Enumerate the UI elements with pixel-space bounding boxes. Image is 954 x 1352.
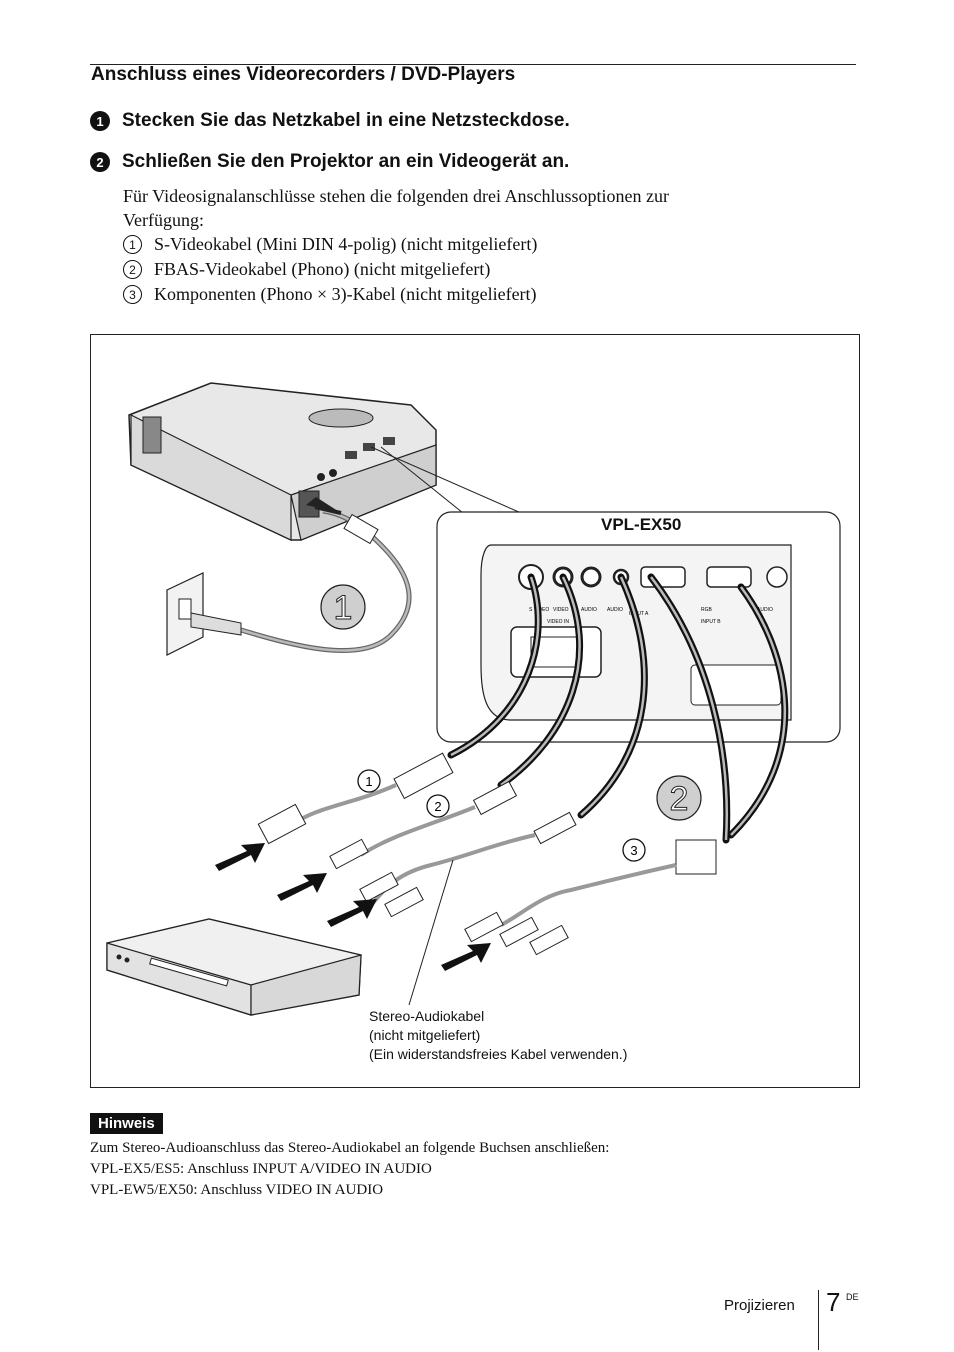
panel-label-video: VIDEO: [553, 607, 569, 613]
stereo-audio-callout: Stereo-Audiokabel (nicht mitgeliefert) (…: [369, 1007, 627, 1064]
hinweis-label: Hinweis: [90, 1113, 163, 1134]
intro-line-2: Verfügung:: [123, 210, 204, 230]
panel-label-video-in: VIDEO IN: [547, 619, 569, 625]
footer-section: Projizieren: [724, 1297, 795, 1314]
connection-diagram: 1 S VIDEO VIDEO AUDIO AUDIO INPUT A RGB …: [90, 334, 860, 1088]
panel-label-audio-3: AUDIO: [757, 607, 773, 613]
option-1: 1 S-Videokabel (Mini DIN 4-polig) (nicht…: [123, 234, 537, 255]
step-text-2: Schließen Sie den Projektor an ein Video…: [122, 151, 570, 172]
diagram-illustration: 1 S VIDEO VIDEO AUDIO AUDIO INPUT A RGB …: [106, 382, 841, 1016]
step-number-1: 1: [90, 111, 110, 131]
step-1: 1 Stecken Sie das Netzkabel in eine Netz…: [90, 110, 570, 132]
intro-line-1: Für Videosignalanschlüsse stehen die fol…: [123, 186, 669, 206]
top-rule: [90, 64, 856, 65]
section-title: Anschluss eines Videorecorders / DVD-Pla…: [91, 64, 516, 85]
note-line-3: VPL-EW5/EX50: Anschluss VIDEO IN AUDIO: [90, 1182, 384, 1198]
step-badge-2: [656, 775, 702, 821]
panel-label-input-a: INPUT A: [629, 611, 649, 617]
callout-line-2: (nicht mitgeliefert): [369, 1027, 481, 1043]
panel-label-audio-1: AUDIO: [581, 607, 597, 613]
option-number-2: 2: [123, 260, 142, 279]
step-badge-2-number: 2: [670, 780, 689, 818]
option-text-2: FBAS-Videokabel (Phono) (nicht mitgelief…: [154, 259, 491, 279]
cable-marker-2: 2: [434, 799, 441, 814]
direction-arrows: [215, 843, 491, 971]
projector-illustration: [128, 382, 437, 541]
model-label: VPL-EX50: [601, 515, 682, 534]
note-line-2: VPL-EX5/ES5: Anschluss INPUT A/VIDEO IN …: [90, 1161, 432, 1177]
callout-line-1: Stereo-Audiokabel: [369, 1008, 485, 1024]
panel-label-audio-2: AUDIO: [607, 607, 623, 613]
cable-marker-3: 3: [630, 843, 637, 858]
cable-marker-1: 1: [365, 774, 372, 789]
panel-label-input-b: INPUT B: [701, 619, 721, 625]
step-2: 2 Schließen Sie den Projektor an ein Vid…: [90, 151, 569, 173]
callout-line-3: (Ein widerstandsfreies Kabel verwenden.): [369, 1046, 628, 1062]
panel-label-rgb: RGB: [701, 607, 713, 613]
option-number-3: 3: [123, 285, 142, 304]
option-2: 2 FBAS-Videokabel (Phono) (nicht mitgeli…: [123, 259, 490, 280]
step-badge-1-number: 1: [334, 589, 353, 627]
option-text-3: Komponenten (Phono × 3)-Kabel (nicht mit…: [154, 284, 537, 304]
page-language: DE: [846, 1292, 859, 1302]
connector-panel: S VIDEO VIDEO AUDIO AUDIO INPUT A RGB AU…: [436, 511, 841, 743]
option-3: 3 Komponenten (Phono × 3)-Kabel (nicht m…: [123, 284, 537, 305]
page-number: 7: [826, 1287, 841, 1317]
step-text-1: Stecken Sie das Netzkabel in eine Netzst…: [122, 110, 570, 131]
footer-divider: [818, 1290, 819, 1350]
step-number-2: 2: [90, 152, 110, 172]
option-number-1: 1: [123, 235, 142, 254]
option-text-1: S-Videokabel (Mini DIN 4-polig) (nicht m…: [154, 234, 538, 254]
dvd-player-illustration: [106, 918, 362, 1016]
wall-outlet-illustration: [166, 572, 242, 656]
note-line-1: Zum Stereo-Audioanschluss das Stereo-Aud…: [90, 1140, 610, 1156]
step-badge-1: [320, 584, 366, 630]
